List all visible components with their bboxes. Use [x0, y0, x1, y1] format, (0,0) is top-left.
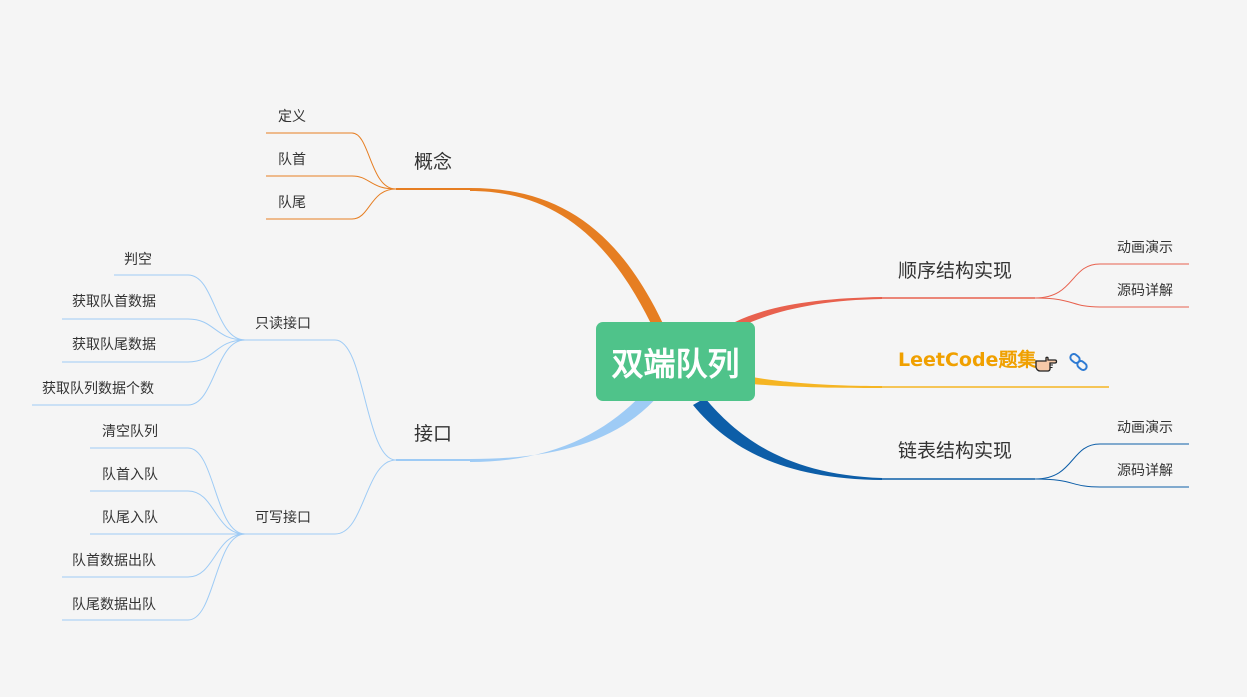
pointing-hand-icon	[1034, 352, 1058, 376]
node-readonly-interface[interactable]: 只读接口	[255, 316, 311, 332]
writable-leaf-push-rear[interactable]: 队尾入队	[102, 510, 158, 526]
writable-leaf-clear[interactable]: 清空队列	[102, 424, 158, 440]
sequential-leaf-connectors	[1034, 263, 1189, 308]
branch-interface	[470, 388, 660, 462]
linked-leaf-connectors	[1034, 443, 1189, 488]
linked-leaf-source[interactable]: 源码详解	[1117, 463, 1173, 479]
concept-leaf-rear[interactable]: 队尾	[278, 195, 306, 211]
linked-leaf-animation[interactable]: 动画演示	[1117, 420, 1173, 436]
readonly-leaf-get-size[interactable]: 获取队列数据个数	[42, 381, 154, 397]
node-writable-interface[interactable]: 可写接口	[255, 510, 311, 526]
node-linked-impl[interactable]: 链表结构实现	[898, 440, 1013, 462]
branch-linked	[693, 398, 882, 480]
readonly-leaf-get-rear[interactable]: 获取队尾数据	[72, 337, 156, 353]
node-concept[interactable]: 概念	[414, 151, 453, 173]
link-icon[interactable]	[1068, 352, 1090, 376]
writable-leaf-pop-rear[interactable]: 队尾数据出队	[72, 597, 156, 613]
concept-leaf-definition[interactable]: 定义	[278, 109, 306, 125]
interface-sub-connectors	[32, 274, 397, 621]
writable-leaf-push-front[interactable]: 队首入队	[102, 467, 158, 483]
concept-leaf-front[interactable]: 队首	[278, 152, 306, 168]
branch-sequential	[735, 297, 882, 327]
branch-leetcode	[752, 377, 882, 388]
readonly-leaf-is-empty[interactable]: 判空	[124, 252, 152, 268]
root-node[interactable]: 双端队列	[596, 322, 755, 401]
node-leetcode[interactable]: LeetCode题集	[898, 349, 1037, 371]
concept-leaf-connectors	[266, 132, 397, 220]
writable-leaf-pop-front[interactable]: 队首数据出队	[72, 553, 156, 569]
node-interface[interactable]: 接口	[414, 423, 453, 445]
root-label: 双端队列	[611, 344, 740, 383]
sequential-leaf-source[interactable]: 源码详解	[1117, 283, 1173, 299]
node-sequential-impl[interactable]: 顺序结构实现	[898, 260, 1013, 282]
sequential-leaf-animation[interactable]: 动画演示	[1117, 240, 1173, 256]
readonly-leaf-get-front[interactable]: 获取队首数据	[72, 294, 156, 310]
branch-concept	[470, 188, 666, 334]
